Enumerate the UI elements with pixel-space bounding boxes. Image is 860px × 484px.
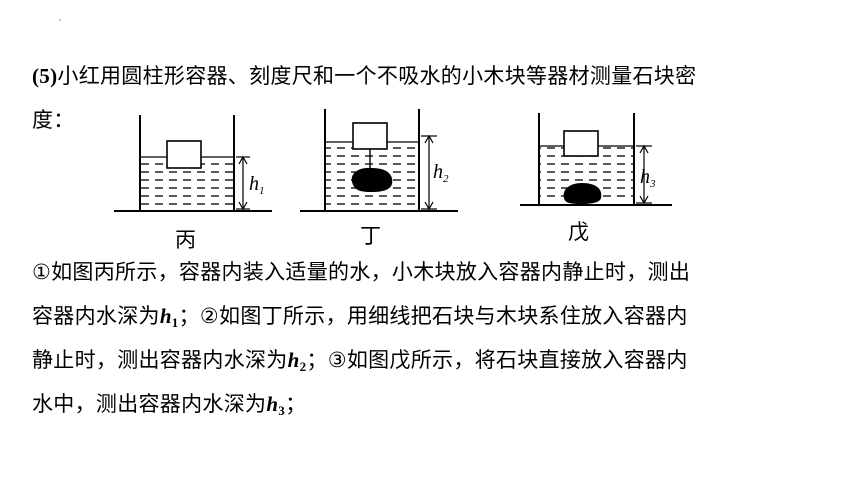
label-h2: h2 <box>433 161 449 185</box>
figure-ding: h2 <box>300 109 458 212</box>
stone <box>351 167 393 192</box>
caption-ding: 丁 <box>360 224 381 248</box>
step-2-text-b: 静止时，测出容器内水深为 <box>32 348 288 372</box>
step-line-4: 水中，测出容器内水深为h3； <box>32 390 306 425</box>
step-3-text-b: 水中，测出容器内水深为 <box>32 392 267 416</box>
figure-wu: h3 <box>520 113 672 206</box>
step-1-text-b: 容器内水深为 <box>32 304 160 328</box>
caption-bing: 丙 <box>175 228 196 252</box>
question-text-2: 度： <box>32 108 75 132</box>
label-h3: h3 <box>640 166 656 190</box>
step-line-1: ①如图丙所示，容器内装入适量的水，小木块放入容器内静止时，测出 <box>32 258 690 286</box>
label-h1: h1 <box>249 173 265 197</box>
var-h2: h2 <box>287 348 307 374</box>
header-mark: . <box>58 10 62 24</box>
step-line-3: 静止时，测出容器内水深为h2；③如图戊所示，将石块直接放入容器内 <box>32 346 688 381</box>
step-line-2: 容器内水深为h1；②如图丁所示，用细线把石块与木块系住放入容器内 <box>32 302 688 337</box>
question-line-1: (5)小红用圆柱形容器、刻度尺和一个不吸水的小木块等器材测量石块密 <box>32 62 696 90</box>
step-3-end: ； <box>285 392 307 416</box>
wood-block <box>563 130 599 157</box>
step-2-text-a: ；②如图丁所示，用细线把石块与木块系住放入容器内 <box>178 304 688 328</box>
wood-block <box>166 140 202 169</box>
question-text-1: 小红用圆柱形容器、刻度尺和一个不吸水的小木块等器材测量石块密 <box>57 64 697 88</box>
question-number: (5) <box>32 64 58 88</box>
wood-block <box>352 122 388 150</box>
step-3-text-a: ；③如图戊所示，将石块直接放入容器内 <box>306 348 688 372</box>
caption-wu: 戊 <box>568 220 589 244</box>
step-1-text-a: ①如图丙所示，容器内装入适量的水，小木块放入容器内静止时，测出 <box>32 260 691 284</box>
var-h3: h3 <box>266 392 286 418</box>
stone <box>563 183 602 204</box>
var-h1: h1 <box>159 304 179 330</box>
question-line-2: 度： <box>32 106 75 134</box>
figure-bing: h1 <box>114 115 272 212</box>
